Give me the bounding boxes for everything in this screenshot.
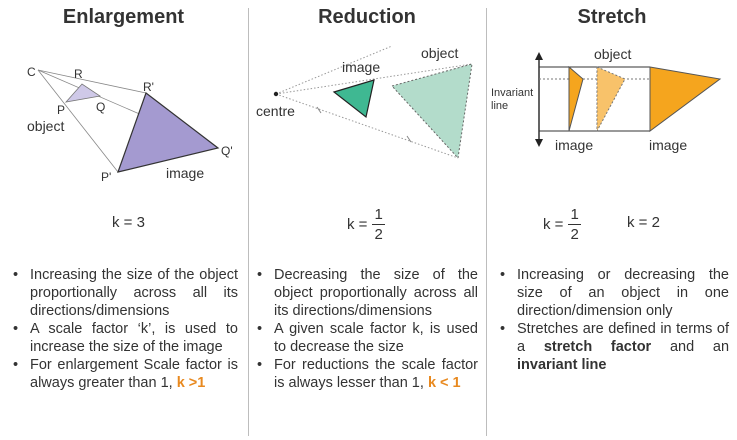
reduction-bullets: •Decreasing the size of the object propo… xyxy=(254,266,478,392)
list-item: •For enlargement Scale factor is always … xyxy=(13,357,238,391)
image-triangle xyxy=(332,79,375,119)
ray-c-r xyxy=(37,69,147,94)
label-p-prime: P' xyxy=(101,170,111,184)
tick-mark xyxy=(406,135,412,143)
invariant-line-term: invariant line xyxy=(517,357,607,373)
enlargement-diagram: C R P Q object R' Q' P' image xyxy=(27,65,233,184)
fraction-half: 1 2 xyxy=(568,206,581,243)
label-q-prime: Q' xyxy=(221,144,233,158)
reduction-scale-factor: k = 1 2 xyxy=(347,206,385,243)
label-line: line xyxy=(491,100,508,112)
label-c: C xyxy=(27,65,36,79)
enlargement-panel: Enlargement C R P Q object R' Q' P' imag… xyxy=(0,0,247,440)
arrow-up-icon xyxy=(535,52,543,60)
list-item: •A given scale factor k, is used to decr… xyxy=(257,321,478,355)
separator-1 xyxy=(248,8,249,436)
stretch-scale-factor-two: k = 2 xyxy=(627,214,660,231)
stretch-diagram: object Invariant line image image xyxy=(491,46,722,153)
label-image-left: image xyxy=(555,137,593,153)
k-greater-than-one: k >1 xyxy=(176,375,206,391)
tick-mark xyxy=(316,106,322,114)
list-item: •For reductions the scale factor is alwa… xyxy=(257,357,478,391)
image-triangle-stretched xyxy=(649,66,722,132)
label-q: Q xyxy=(96,100,105,114)
reduction-title: Reduction xyxy=(318,6,416,28)
object-triangle xyxy=(64,83,102,103)
label-image-right: image xyxy=(649,137,687,153)
label-r: R xyxy=(74,67,83,81)
stretch-title: Stretch xyxy=(577,6,647,28)
image-triangle-compressed xyxy=(568,65,584,132)
stretch-bullets: •Increasing or decreasing the size of an… xyxy=(497,266,729,374)
stretch-factor-term: stretch factor xyxy=(543,339,652,355)
list-item: •Increasing the size of the object propo… xyxy=(13,267,238,319)
reduction-panel: Reduction image object centre k = 1 2 •D… xyxy=(248,0,486,440)
enlargement-title: Enlargement xyxy=(62,6,185,28)
arrow-down-icon xyxy=(535,139,543,147)
reduction-diagram: image object centre xyxy=(256,45,473,160)
separator-2 xyxy=(486,8,487,436)
ray-c-p xyxy=(37,69,119,173)
enlargement-bullets: •Increasing the size of the object propo… xyxy=(10,266,238,392)
enlargement-scale-factor: k = 3 xyxy=(112,214,145,231)
label-object: object xyxy=(27,118,64,134)
k-less-than-one: k < 1 xyxy=(427,375,461,391)
fraction-half: 1 2 xyxy=(372,206,385,243)
label-object: object xyxy=(594,46,631,62)
ray-right xyxy=(275,63,473,95)
label-centre: centre xyxy=(256,103,295,119)
list-item: •Increasing or decreasing the size of an… xyxy=(500,267,729,319)
image-triangle xyxy=(117,92,220,173)
label-p: P xyxy=(57,103,65,117)
object-triangle xyxy=(596,66,626,132)
label-object: object xyxy=(421,45,458,61)
ray-bottom xyxy=(275,93,459,159)
list-item: •A scale factor ‘k’, is used to increase… xyxy=(13,321,238,355)
label-r-prime: R' xyxy=(143,80,154,94)
stretch-panel: Stretch object Invariant line image imag… xyxy=(487,0,737,440)
object-triangle xyxy=(391,63,473,160)
centre-point xyxy=(273,91,279,97)
list-item: •Decreasing the size of the object propo… xyxy=(257,267,478,319)
label-image: image xyxy=(342,59,380,75)
stretch-scale-factor-half: k = 1 2 xyxy=(543,206,581,243)
list-item: •Stretches are defined in terms of a str… xyxy=(500,321,730,373)
label-invariant: Invariant xyxy=(491,87,533,99)
label-image: image xyxy=(166,165,204,181)
